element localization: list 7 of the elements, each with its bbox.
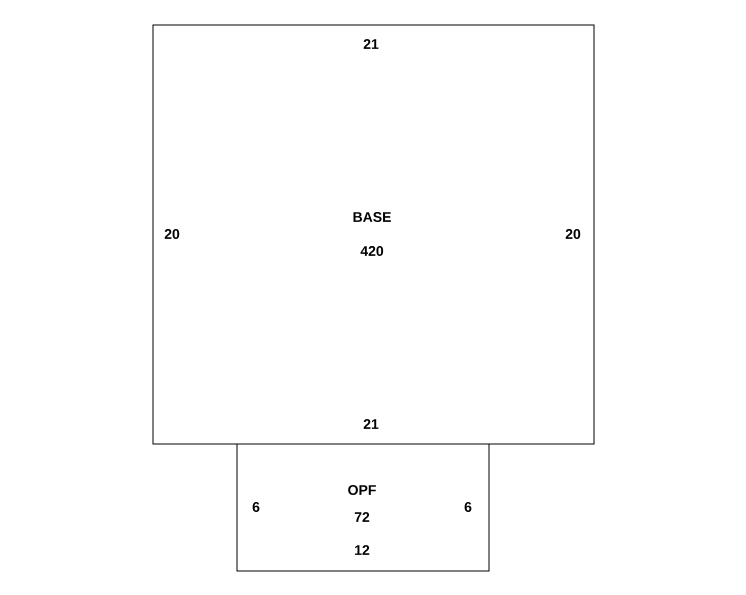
dimension-label: 20: [566, 229, 580, 239]
dimension-label: 6: [464, 502, 472, 512]
dimension-label: 21: [364, 419, 378, 429]
dimension-label: 20: [164, 229, 180, 239]
dimension-label: 21: [364, 39, 378, 49]
dimension-label: 12: [355, 545, 370, 555]
dimension-label: 6: [252, 502, 260, 512]
